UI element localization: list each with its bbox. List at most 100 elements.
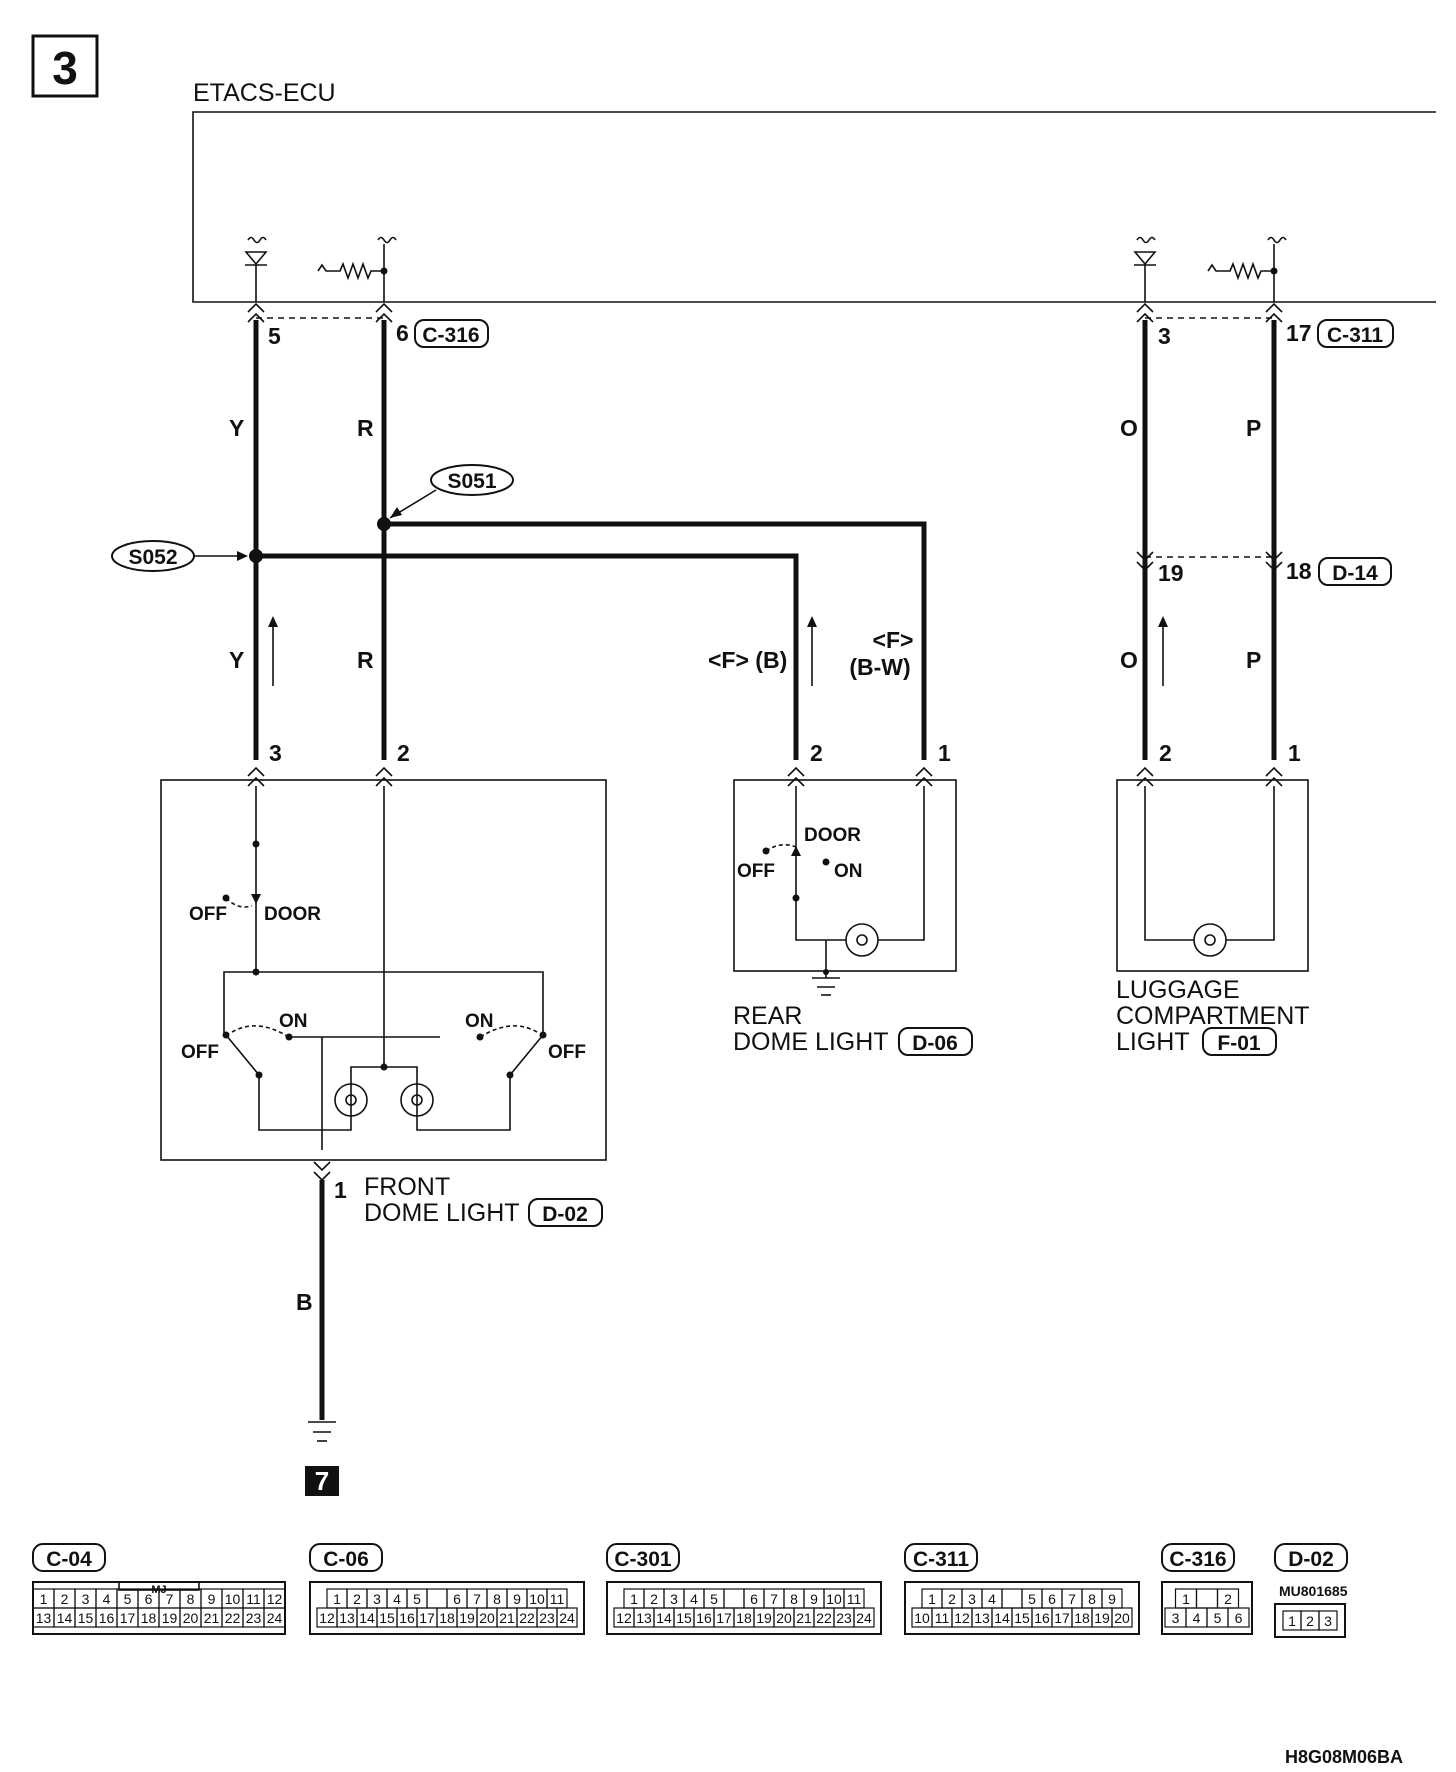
legend-cell: 10	[914, 1610, 930, 1626]
legend-cell: 6	[1235, 1610, 1243, 1626]
ground-symbol-front	[308, 1421, 336, 1442]
rear-pin-1: 1	[938, 740, 951, 766]
page-number: 3	[52, 42, 78, 94]
legend-cell: 1	[630, 1591, 638, 1607]
legend-cell: 14	[57, 1610, 73, 1626]
legend-connector-name: C-301	[614, 1548, 672, 1571]
ecu-pin-6: 6	[396, 320, 409, 346]
ecu-resistor-symbol-right	[1207, 236, 1287, 302]
legend-cell: 4	[1193, 1610, 1201, 1626]
legend-cell: 13	[636, 1610, 652, 1626]
wire-label-rear-bw-bottom: (B-W)	[849, 654, 910, 680]
legend-cell: 17	[120, 1610, 136, 1626]
legend-cell: 8	[1088, 1591, 1096, 1607]
ecu-transistor-symbol-left	[244, 236, 268, 302]
rear-sw-door: DOOR	[804, 825, 861, 846]
legend-cell: 9	[1108, 1591, 1116, 1607]
front-dome-light-box	[160, 779, 607, 1161]
luggage-pin-2: 2	[1159, 740, 1172, 766]
front-left-on: ON	[279, 1011, 308, 1032]
legend-cell: 20	[776, 1610, 792, 1626]
wire-label-rear-b: <F> (B)	[708, 647, 787, 673]
legend-cell: 12	[616, 1610, 632, 1626]
legend-cell: 2	[1306, 1613, 1314, 1629]
splice-s051-dot	[377, 517, 391, 531]
legend-cell: 12	[954, 1610, 970, 1626]
ecu-connector-c311: C-311	[1327, 324, 1383, 347]
legend-cell: 22	[225, 1610, 241, 1626]
legend-cell: 15	[78, 1610, 94, 1626]
legend-cell: 13	[974, 1610, 990, 1626]
connector-d14: D-14	[1332, 562, 1378, 585]
legend-cell: 8	[187, 1591, 195, 1607]
rear-dome-line2: DOME LIGHT	[733, 1028, 889, 1056]
legend-cell: 2	[948, 1591, 956, 1607]
legend-cell: 11	[246, 1591, 261, 1607]
front-sw-off: OFF	[189, 904, 227, 925]
wire-label-r-lower: R	[357, 647, 374, 673]
legend-cell: 15	[676, 1610, 692, 1626]
legend-cell: 17	[1054, 1610, 1070, 1626]
legend-cell: 16	[1034, 1610, 1050, 1626]
legend-connector-name: C-311	[913, 1548, 969, 1571]
ecu-connector-c316: C-316	[422, 324, 479, 347]
legend-cell: 21	[796, 1610, 812, 1626]
luggage-line2: COMPARTMENT	[1116, 1002, 1310, 1030]
ecu-transistor-symbol-right	[1133, 236, 1157, 302]
legend-connector-name: D-02	[1288, 1548, 1334, 1571]
legend-cell: 24	[267, 1610, 283, 1626]
legend-cell: 1	[928, 1591, 936, 1607]
wire-label-y-upper: Y	[229, 415, 244, 441]
legend-cell: 15	[379, 1610, 395, 1626]
front-left-off: OFF	[181, 1042, 219, 1063]
rear-dome-connector: D-06	[912, 1032, 958, 1055]
legend-cell: 1	[40, 1591, 48, 1607]
front-right-off: OFF	[548, 1042, 586, 1063]
legend-cell: 5	[1028, 1591, 1036, 1607]
front-ground-pin: 1	[334, 1177, 347, 1203]
legend-cell: 18	[141, 1610, 157, 1626]
legend-cell: 12	[267, 1591, 283, 1607]
legend-connector-name: C-06	[323, 1548, 369, 1571]
ecu-pin-17: 17	[1286, 320, 1312, 346]
ecu-pin-5: 5	[268, 323, 281, 349]
legend-cell: 16	[399, 1610, 415, 1626]
legend-cell: 23	[836, 1610, 852, 1626]
rear-lamp	[845, 923, 879, 957]
legend-cell: 11	[847, 1591, 862, 1607]
legend-cell: 3	[82, 1591, 90, 1607]
legend-cell: 22	[816, 1610, 832, 1626]
legend-cell: 21	[204, 1610, 220, 1626]
legend-cell: 8	[493, 1591, 501, 1607]
ecu-pin-3: 3	[1158, 323, 1171, 349]
legend-cell: 7	[473, 1591, 481, 1607]
legend-cell: 9	[208, 1591, 216, 1607]
legend-cell: 7	[1068, 1591, 1076, 1607]
splice-s052-dot	[249, 549, 263, 563]
legend-cell: 5	[413, 1591, 421, 1607]
legend-cell: 19	[756, 1610, 772, 1626]
rear-pin-2: 2	[810, 740, 823, 766]
legend-cell: 2	[353, 1591, 361, 1607]
rear-sw-off: OFF	[737, 861, 775, 882]
wire-s052-branch	[256, 553, 799, 760]
legend-cell: 17	[419, 1610, 435, 1626]
legend-cell: 17	[716, 1610, 732, 1626]
legend-cell: 3	[1172, 1610, 1180, 1626]
legend-cell: 16	[99, 1610, 115, 1626]
legend-cell: 7	[770, 1591, 778, 1607]
luggage-line3: LIGHT	[1116, 1028, 1190, 1056]
legend-cell: 2	[61, 1591, 69, 1607]
legend-cell: 5	[124, 1591, 132, 1607]
legend-cell: 18	[1074, 1610, 1090, 1626]
legend-cell: 14	[994, 1610, 1010, 1626]
luggage-light-box	[1116, 779, 1309, 972]
legend-cell: 4	[690, 1591, 698, 1607]
ecu-title: ETACS-ECU	[193, 79, 336, 107]
legend-cell: 2	[650, 1591, 658, 1607]
legend-cell: 24	[856, 1610, 872, 1626]
